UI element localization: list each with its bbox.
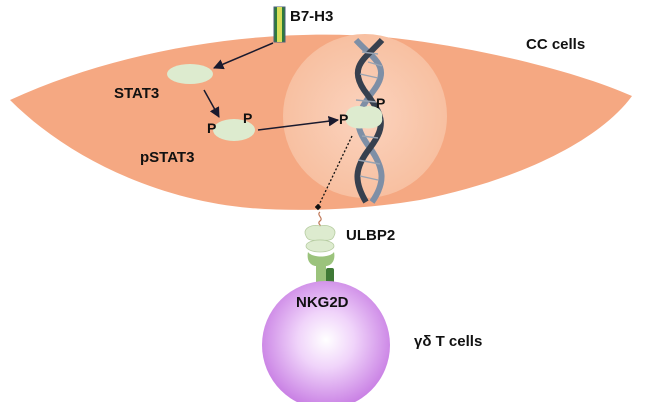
- gd-t-cells-label: γδ T cells: [414, 333, 482, 350]
- pstat3-protein: [213, 119, 255, 141]
- phospho-p-right: P: [243, 110, 252, 126]
- nkg2d-label: NKG2D: [296, 294, 349, 311]
- arrow-b7h3-to-stat3: [213, 42, 274, 70]
- ulbp2-label: ULBP2: [346, 227, 395, 244]
- phospho-p-nuc-left: P: [339, 111, 348, 127]
- cc-cells-label: CC cells: [526, 36, 585, 53]
- stat3-protein: [167, 64, 213, 84]
- phospho-p-nuc-right: P: [376, 95, 385, 111]
- phospho-p-left: P: [207, 120, 216, 136]
- arrow-stat3-to-pstat3: [203, 89, 220, 118]
- b7h3-receptor-icon: [273, 6, 286, 43]
- arrow-pstat3-to-nucleus: [257, 115, 340, 131]
- arrow-nucleus-to-ulbp2: [314, 135, 353, 211]
- gd-t-cell-body: [262, 281, 390, 402]
- pstat3-label: pSTAT3: [140, 149, 194, 166]
- pstat3-nuclear-protein: [345, 106, 383, 129]
- stat3-label: STAT3: [114, 85, 159, 102]
- b7h3-label: B7-H3: [290, 8, 333, 25]
- ulbp2-ligand-icon: [304, 225, 336, 253]
